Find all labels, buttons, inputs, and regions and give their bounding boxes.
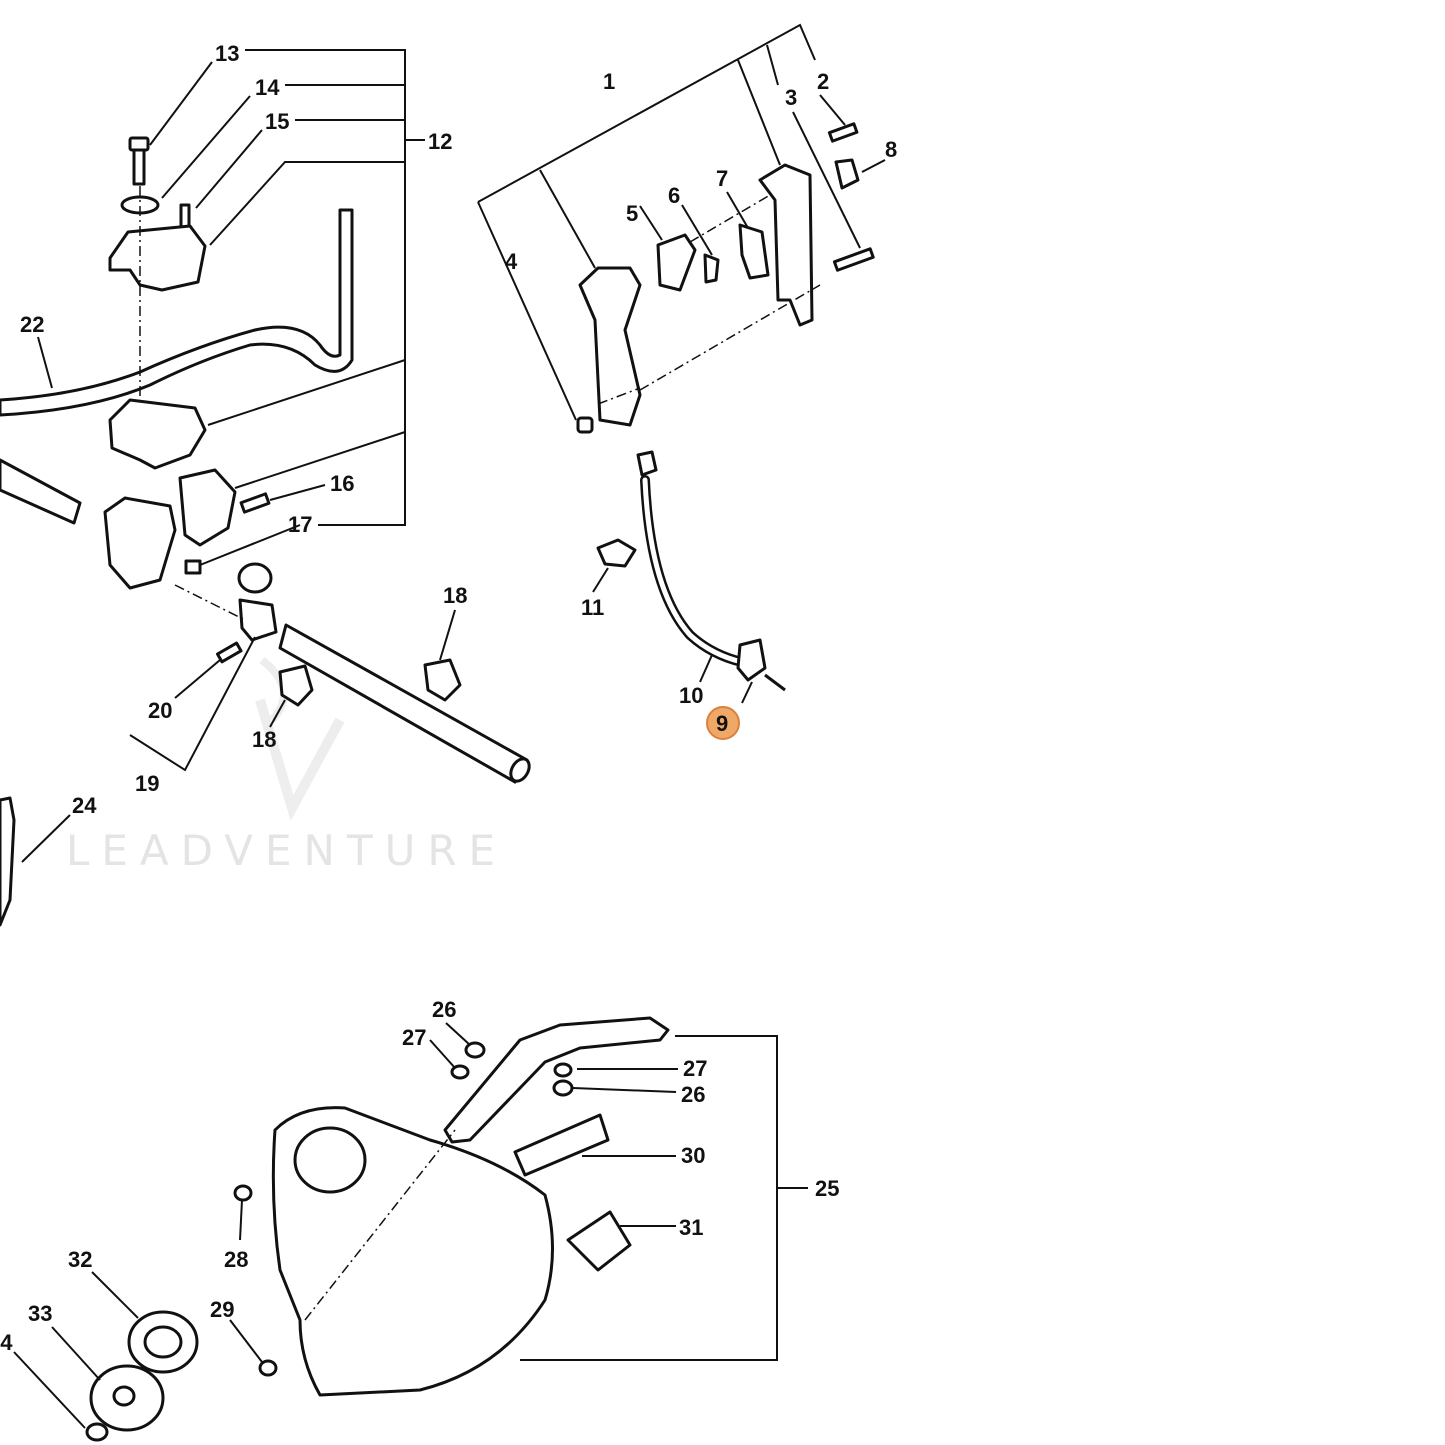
nut-17 (184, 559, 202, 575)
handlebar-assembly (0, 136, 531, 927)
callout-24: 24 (72, 793, 97, 818)
callout-3: 3 (785, 85, 797, 110)
callout-11: 11 (581, 595, 604, 620)
callout-6: 6 (668, 183, 680, 208)
callout-18-left: 18 (252, 727, 276, 752)
decal-31 (566, 1210, 632, 1272)
clamp-cap (108, 224, 207, 292)
callout-26-right: 26 (681, 1082, 705, 1107)
callout-27-left: 27 (402, 1025, 426, 1050)
callout-19: 19 (135, 771, 159, 796)
callout-9-highlight (706, 706, 740, 740)
spring-6 (703, 253, 720, 284)
screw-16 (239, 492, 271, 514)
callout-31: 31 (679, 1215, 703, 1240)
nut-26-top (464, 1041, 486, 1059)
switch-8 (834, 158, 860, 190)
callout-9[interactable]: 9 (716, 711, 728, 736)
guard-hole (293, 1126, 367, 1194)
callout-14: 14 (255, 75, 280, 100)
throttle-cable-10 (642, 477, 745, 665)
callout-8: 8 (885, 137, 897, 162)
bolt-20 (215, 641, 243, 664)
bolt-28 (233, 1184, 253, 1202)
callout-25: 25 (815, 1176, 839, 1201)
callout-22: 22 (20, 312, 44, 337)
clamp-body-upper (108, 398, 207, 470)
guard-24 (0, 796, 16, 927)
nut-26-right (552, 1079, 574, 1097)
callout-labels: 13 14 15 12 22 16 17 18 20 18 19 24 1 2 … (0, 41, 897, 1355)
callout-1: 1 (603, 69, 615, 94)
cable-adjuster-9 (736, 638, 767, 682)
bracket-25 (443, 1016, 670, 1144)
ring-clamp-19 (237, 562, 273, 594)
clamp-block-lower (103, 496, 177, 590)
callout-28: 28 (224, 1247, 248, 1272)
handle-half-4 (578, 266, 642, 427)
shaft-tube-left (0, 458, 82, 525)
bolt-13-head (128, 136, 150, 152)
washer-33-inner (112, 1385, 136, 1407)
bolt-29 (258, 1359, 278, 1377)
screw-3 (832, 247, 875, 272)
nut-34 (85, 1422, 109, 1442)
callout-16: 16 (330, 471, 354, 496)
main-tube-end (509, 757, 531, 783)
throttle-handle-assembly (576, 122, 875, 692)
cable-clip-11 (596, 538, 637, 568)
callout-29: 29 (210, 1297, 234, 1322)
guard-assembly (85, 1016, 670, 1442)
handlebar-22 (0, 208, 354, 417)
holder-32-inner (143, 1325, 183, 1359)
trigger-5 (656, 233, 697, 292)
lever-7 (738, 223, 770, 280)
clamp-half-16 (178, 468, 237, 547)
callout-33: 33 (28, 1301, 52, 1326)
washer-27-top (450, 1064, 470, 1080)
callout-7: 7 (716, 166, 728, 191)
handle-half-3 (758, 163, 814, 327)
screw-2 (827, 122, 859, 143)
callout-15: 15 (265, 109, 289, 134)
clamp-19 (238, 598, 278, 642)
watermark-text: LEADVENTURE (66, 826, 507, 875)
callout-2: 2 (817, 69, 829, 94)
callout-4: 4 (505, 249, 518, 274)
callout-18-right: 18 (443, 583, 467, 608)
nut-4 (576, 416, 594, 434)
callout-27-right: 27 (683, 1056, 707, 1081)
callout-10: 10 (679, 683, 703, 708)
callout-26-top: 26 (432, 997, 456, 1022)
washer-27-right (553, 1062, 573, 1078)
cable-end-upper (636, 450, 658, 477)
callout-30: 30 (681, 1143, 705, 1168)
callout-32: 32 (68, 1247, 92, 1272)
callout-5: 5 (626, 201, 638, 226)
clip-18-right (423, 658, 462, 702)
callout-13: 13 (215, 41, 239, 66)
callout-34: 34 (0, 1330, 13, 1355)
clip-18-left (278, 664, 314, 707)
decal-30 (513, 1113, 610, 1177)
leader-lines (13, 23, 886, 1429)
callout-12: 12 (428, 129, 452, 154)
callout-20: 20 (148, 698, 172, 723)
callout-17: 17 (288, 512, 312, 537)
